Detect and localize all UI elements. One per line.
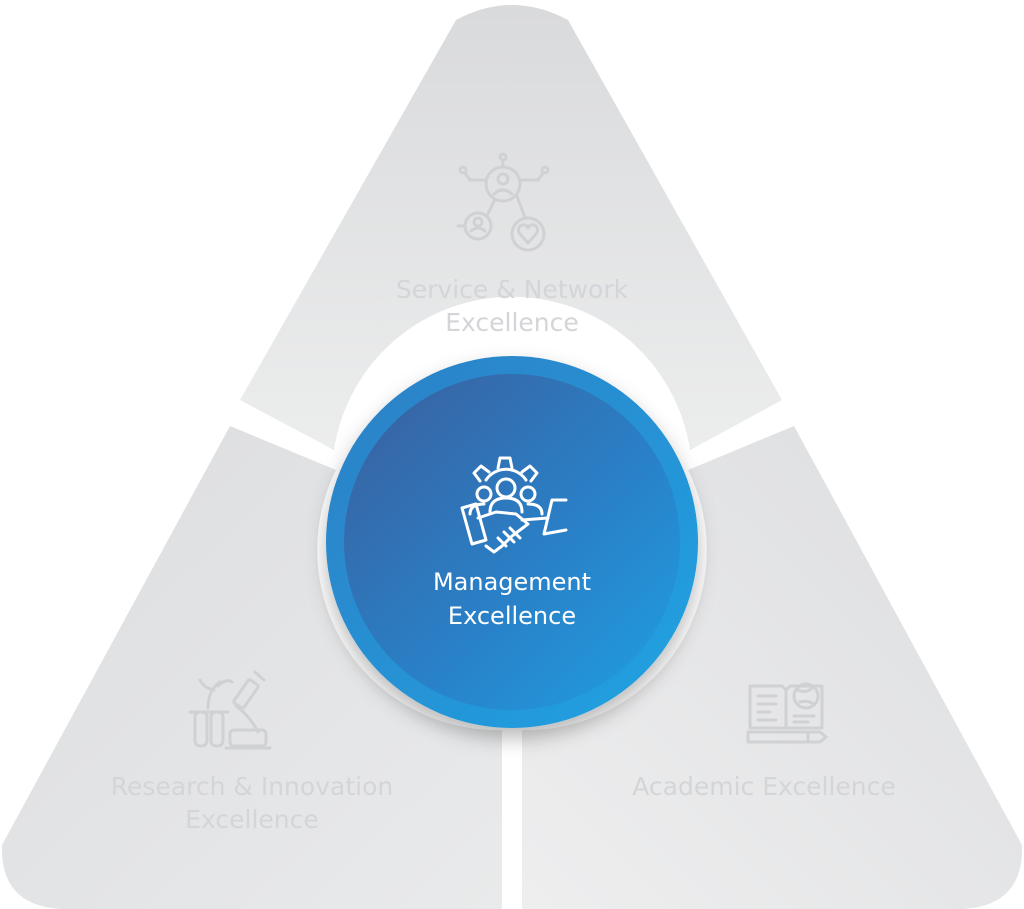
label-research-innovation-line1: Research & Innovation bbox=[110, 772, 394, 801]
label-service-network-line1: Service & Network bbox=[395, 275, 629, 304]
microscope-icon bbox=[188, 670, 272, 750]
label-research-innovation: Research & Innovation Excellence bbox=[52, 771, 452, 836]
book-globe-icon bbox=[746, 682, 828, 744]
segment-top bbox=[240, 5, 782, 450]
label-management: Management Excellence bbox=[362, 566, 662, 633]
segment-bottom-left bbox=[1, 426, 502, 909]
label-research-innovation-line2: Excellence bbox=[185, 804, 319, 834]
handshake-team-gear-icon bbox=[460, 456, 568, 554]
label-service-network-line2: Excellence bbox=[445, 307, 579, 337]
label-academic-line1: Academic Excellence bbox=[632, 772, 896, 801]
label-management-line1: Management bbox=[432, 568, 592, 596]
label-service-network: Service & Network Excellence bbox=[312, 274, 712, 339]
label-academic: Academic Excellence bbox=[564, 771, 964, 804]
segment-bottom-right bbox=[522, 426, 1023, 909]
network-people-icon bbox=[456, 152, 550, 252]
label-management-line2: Excellence bbox=[447, 601, 577, 630]
